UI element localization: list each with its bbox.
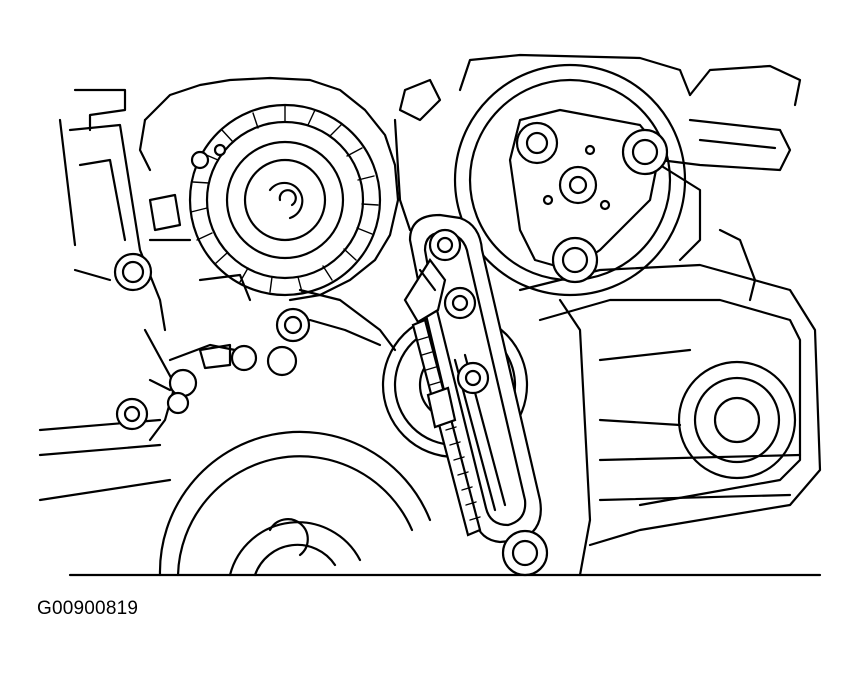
figure-code: G00900819 xyxy=(37,598,139,619)
crankshaft-pulley xyxy=(158,430,432,577)
alternator-mount-bolt xyxy=(73,252,153,292)
adjusting-bolt[interactable] xyxy=(403,258,482,537)
idler-pulley xyxy=(677,360,797,480)
bolt-thread xyxy=(417,336,481,521)
engine-belt-tensioner-diagram xyxy=(38,53,822,577)
alternator-fan-fins xyxy=(190,104,379,293)
bracket-bolts[interactable] xyxy=(428,228,490,395)
bottom-pivot-bolt[interactable] xyxy=(501,529,549,577)
small-bolts xyxy=(115,307,311,431)
engine-block-outline xyxy=(38,53,822,577)
alternator xyxy=(138,76,400,302)
ac-compressor xyxy=(453,63,687,297)
